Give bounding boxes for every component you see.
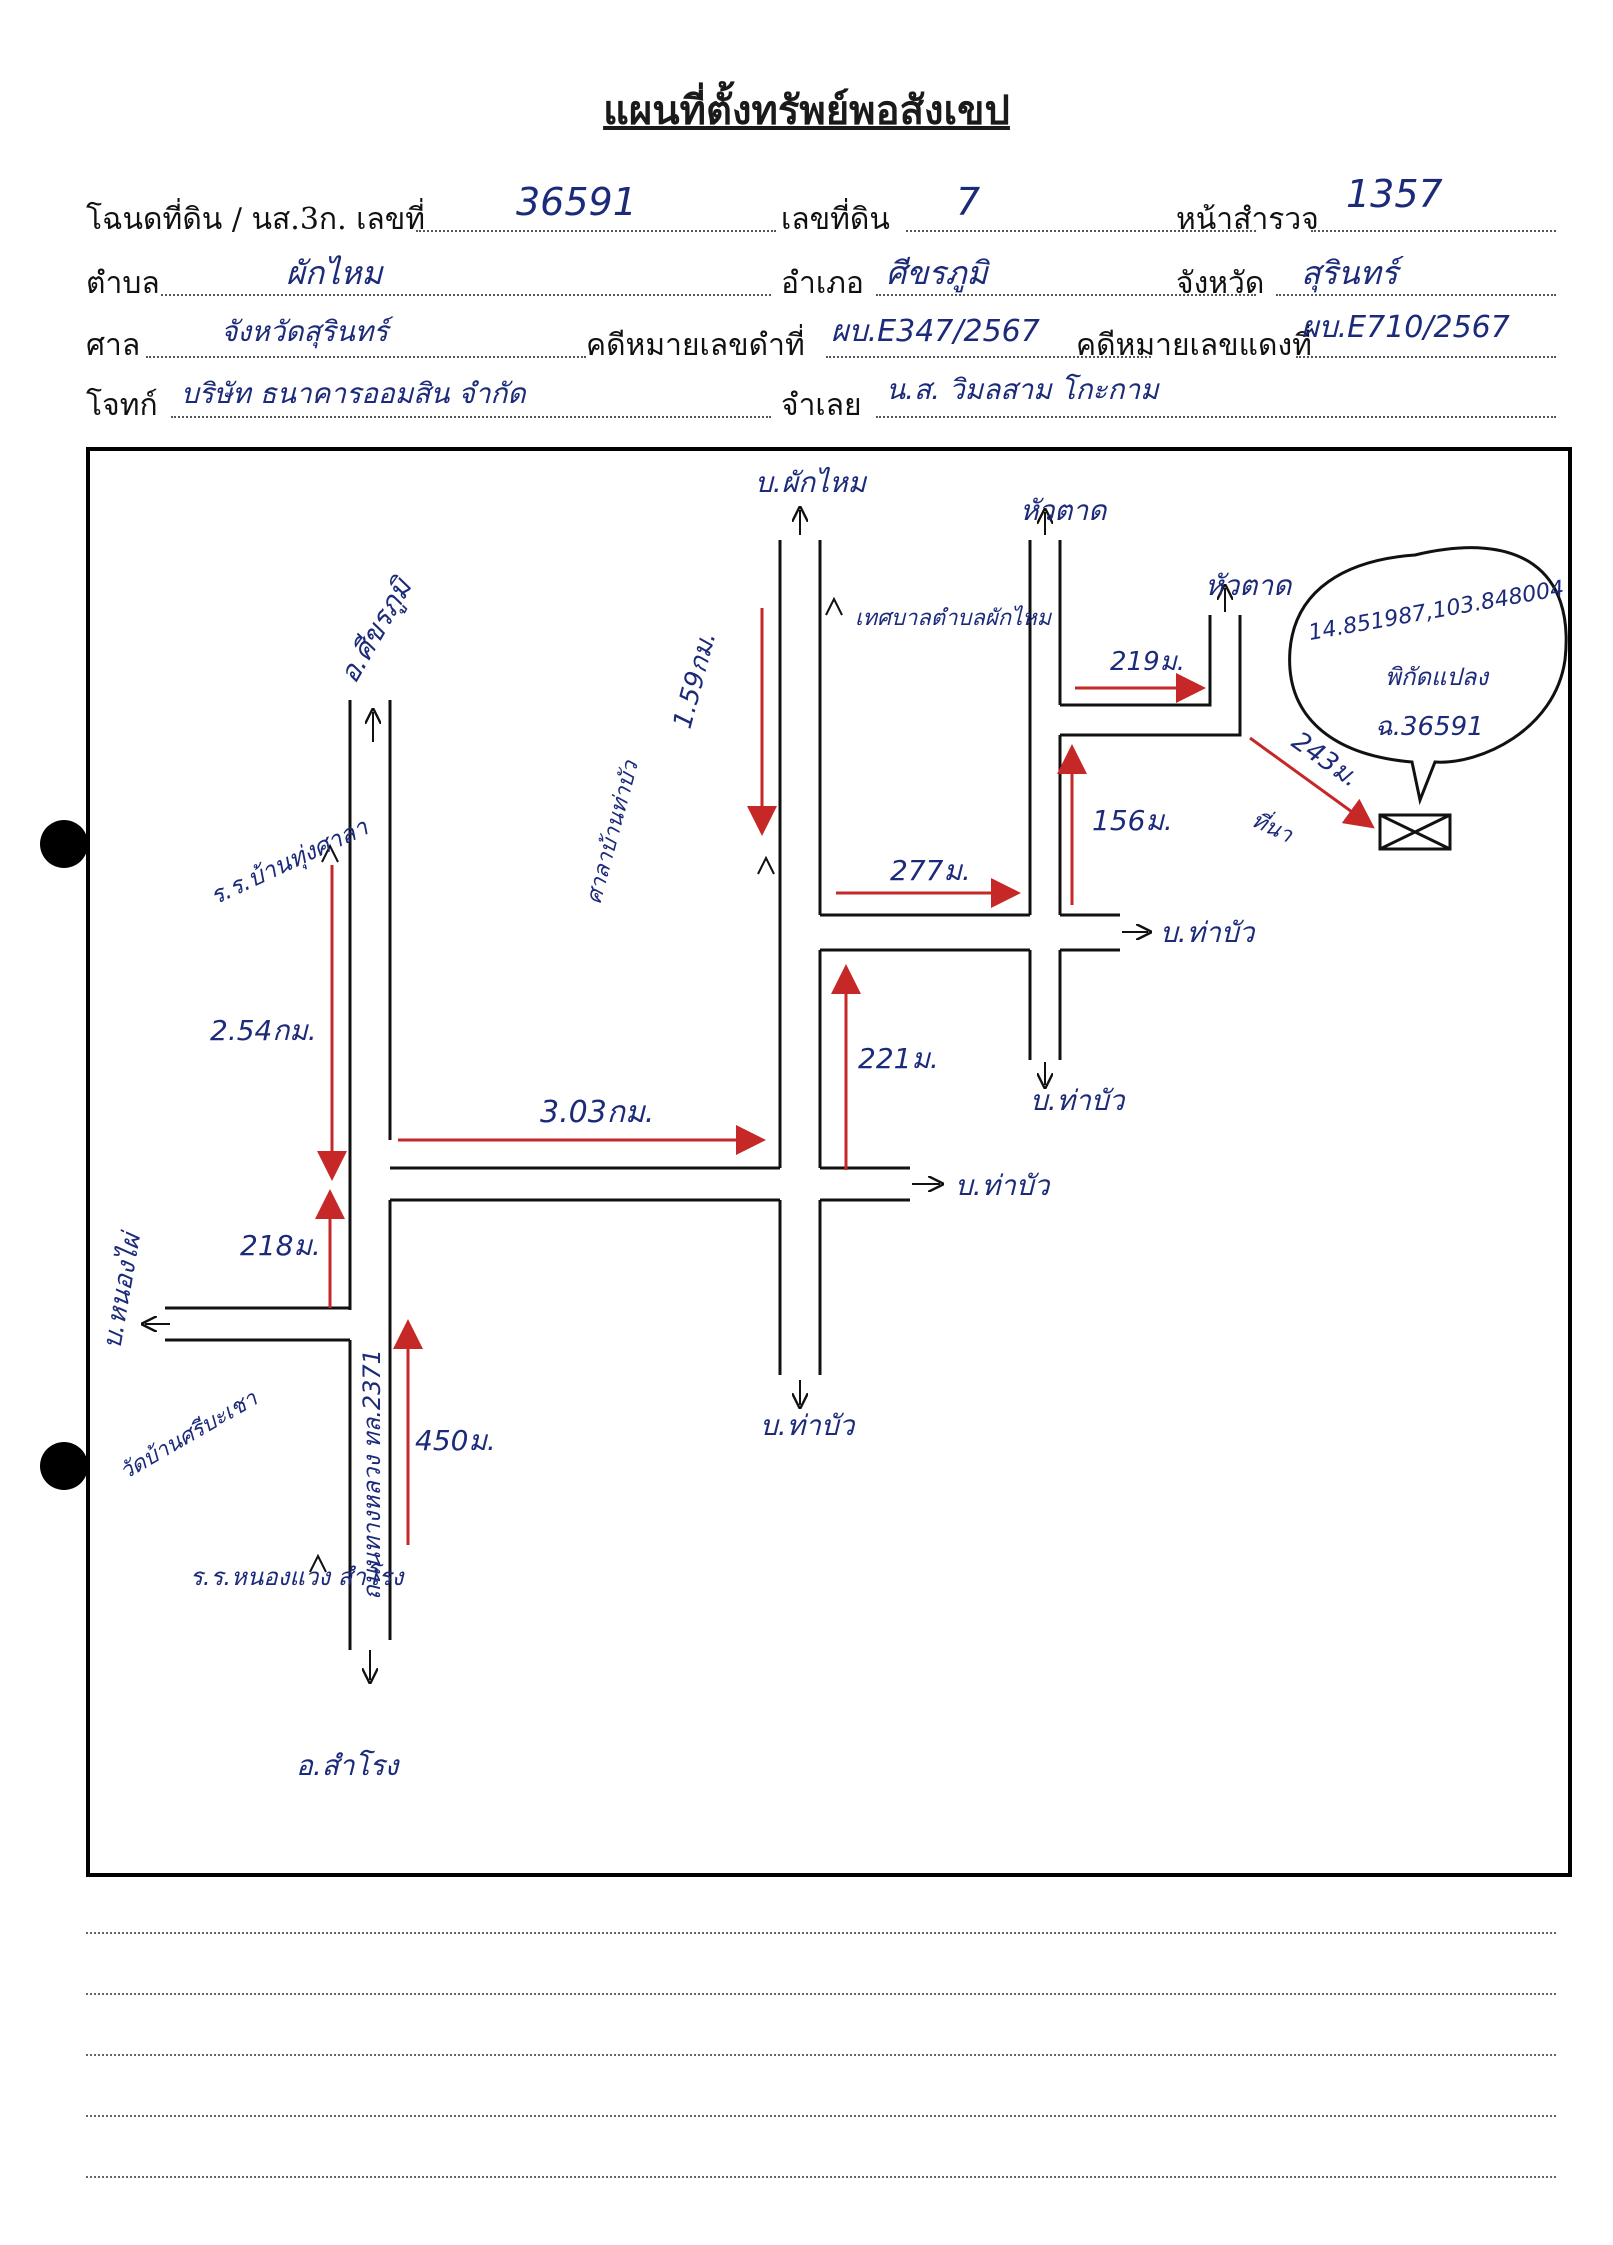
label-dist-159km: 1.59กม. bbox=[668, 628, 723, 731]
note-line-5 bbox=[86, 2176, 1556, 2178]
label-plot: พิกัดแปลง bbox=[1385, 663, 1490, 691]
road-network bbox=[165, 540, 1242, 1650]
label-shrine: วัดบ้านศรีบะเชา bbox=[116, 1386, 263, 1485]
defendant-value: น.ส. วิมลสาม โกะกาม bbox=[886, 373, 1159, 406]
label-south-right: บ.ท่าบัว bbox=[1030, 1084, 1127, 1117]
label-dist-450m: 450ม. bbox=[415, 1424, 496, 1457]
label-dist-277m: 277ม. bbox=[890, 854, 971, 887]
label-dist-219m: 219ม. bbox=[1110, 647, 1185, 677]
label-field: ที่นา bbox=[1247, 804, 1298, 848]
land-number: 7 bbox=[956, 180, 981, 224]
label-top-road-b: หัวตาด bbox=[1020, 494, 1108, 527]
label-school-2: ร.ร.หนองแวง สำโรง bbox=[190, 1563, 406, 1591]
label-office: เทศบาลตำบลผักไหม bbox=[855, 605, 1053, 631]
label-dist-254km: 2.54กม. bbox=[210, 1014, 317, 1047]
tambon-value: ผักไหม bbox=[286, 254, 383, 292]
west-spur-road bbox=[165, 1306, 350, 1342]
defendant-label: จำเลย bbox=[781, 388, 862, 423]
black-case-value: ผบ.E347/2567 bbox=[831, 314, 1040, 349]
note-line-1 bbox=[86, 1932, 1556, 1934]
label-east-2: บ.ท่าบัว bbox=[1160, 916, 1257, 949]
header-row-deed: โฉนดที่ดิน / นส.3ก. เลขที่ 36591 เลขที่ด… bbox=[86, 172, 1556, 238]
province-value: สุรินทร์ bbox=[1301, 254, 1398, 292]
black-case-dots bbox=[826, 356, 1151, 358]
note-line-4 bbox=[86, 2115, 1556, 2117]
label-coords: 14.851987,103.848004 bbox=[1307, 576, 1566, 646]
header-row-location: ตำบล ผักไหม อำเภอ ศีขรภูมิ จังหวัด สุริน… bbox=[86, 252, 1556, 304]
tambon-dots bbox=[161, 294, 771, 296]
land-dots bbox=[906, 230, 1256, 232]
label-west-road: บ.หนองไผ่ bbox=[96, 1228, 147, 1351]
label-dist-221m: 221ม. bbox=[858, 1042, 939, 1075]
red-case-value: ผบ.E710/2567 bbox=[1301, 310, 1510, 345]
binder-hole-bottom bbox=[40, 1442, 88, 1490]
school-1-triangle bbox=[321, 843, 339, 863]
plaintiff-value: บริษัท ธนาคารออมสิน จำกัด bbox=[181, 377, 526, 410]
binder-hole-top bbox=[40, 820, 88, 868]
survey-page-label: หน้าสำรวจ bbox=[1176, 202, 1319, 237]
landmark-triangles bbox=[309, 596, 843, 1573]
plot-marker bbox=[1378, 813, 1452, 851]
school-2-triangle bbox=[309, 1553, 327, 1573]
right-ns-road bbox=[1028, 540, 1062, 1060]
label-plot-no: ฉ.36591 bbox=[1375, 712, 1484, 742]
deed-label: โฉนดที่ดิน / นส.3ก. เลขที่ bbox=[86, 202, 426, 237]
label-temple: ศาลาบ้านท่าบัว bbox=[582, 757, 645, 907]
label-dist-303km: 3.03กม. bbox=[540, 1095, 654, 1130]
amphoe-dots bbox=[876, 294, 1256, 296]
plaintiff-label: โจทก์ bbox=[86, 388, 158, 423]
red-case-dots bbox=[1296, 356, 1556, 358]
label-east-1: บ.ท่าบัว bbox=[955, 1169, 1052, 1202]
red-case-label: คดีหมายเลขแดงที่ bbox=[1076, 328, 1312, 363]
road-end-arrows bbox=[145, 510, 1225, 1680]
label-dist-243m: 243ม. bbox=[1286, 726, 1365, 794]
deed-number: 36591 bbox=[516, 180, 637, 224]
page-title: แผนที่ตั้งทรัพย์พอสังเขป bbox=[603, 87, 1010, 134]
label-dist-218m: 218ม. bbox=[240, 1229, 321, 1262]
label-left-bottom: อ.สำโรง bbox=[296, 1749, 401, 1782]
court-dots bbox=[146, 356, 586, 358]
court-value: จังหวัดสุรินทร์ bbox=[221, 315, 389, 348]
land-no-label: เลขที่ดิน bbox=[781, 202, 890, 237]
label-left-top: อ.ศีขรภูมิ bbox=[332, 570, 420, 689]
province-label: จังหวัด bbox=[1176, 266, 1265, 301]
amphoe-value: ศีขรภูมิ bbox=[886, 254, 988, 292]
court-label: ศาล bbox=[86, 328, 141, 363]
black-case-label: คดีหมายเลขดำที่ bbox=[586, 328, 805, 363]
main-ew-road bbox=[390, 1166, 910, 1202]
temple-triangle bbox=[757, 855, 775, 875]
survey-page-number: 1357 bbox=[1346, 172, 1443, 216]
map-frame bbox=[86, 447, 1572, 1877]
amphoe-label: อำเภอ bbox=[781, 266, 864, 301]
office-triangle bbox=[825, 596, 843, 616]
province-dots bbox=[1276, 294, 1556, 296]
deed-dots bbox=[416, 230, 776, 232]
note-line-3 bbox=[86, 2054, 1556, 2056]
label-top-road-a: บ.ผักไหม bbox=[755, 466, 868, 499]
tambon-label: ตำบล bbox=[86, 266, 160, 301]
coords-bubble bbox=[1288, 546, 1568, 806]
plaintiff-dots bbox=[171, 416, 771, 418]
label-top-road-c: หัวตาด bbox=[1205, 569, 1293, 602]
middle-ns-road bbox=[778, 540, 822, 1375]
route-seg-243m bbox=[1249, 736, 1375, 829]
label-highway: ถนนทางหลวง ทล.2371 bbox=[358, 1349, 386, 1600]
note-line-2 bbox=[86, 1993, 1556, 1995]
highway-road bbox=[348, 700, 392, 1650]
plot-branch-road bbox=[1060, 615, 1242, 737]
survey-dots bbox=[1311, 230, 1556, 232]
mid-cross-road bbox=[820, 913, 1120, 952]
route-arrows bbox=[315, 608, 1375, 1545]
header-row-court: ศาล จังหวัดสุรินทร์ คดีหมายเลขดำที่ ผบ.E… bbox=[86, 310, 1556, 363]
header-row-parties: โจทก์ บริษัท ธนาคารออมสิน จำกัด จำเลย น.… bbox=[86, 372, 1556, 424]
label-bottom-mid: บ.ท่าบัว bbox=[760, 1409, 857, 1442]
label-dist-156m: 156ม. bbox=[1092, 804, 1173, 837]
defendant-dots bbox=[876, 416, 1556, 418]
